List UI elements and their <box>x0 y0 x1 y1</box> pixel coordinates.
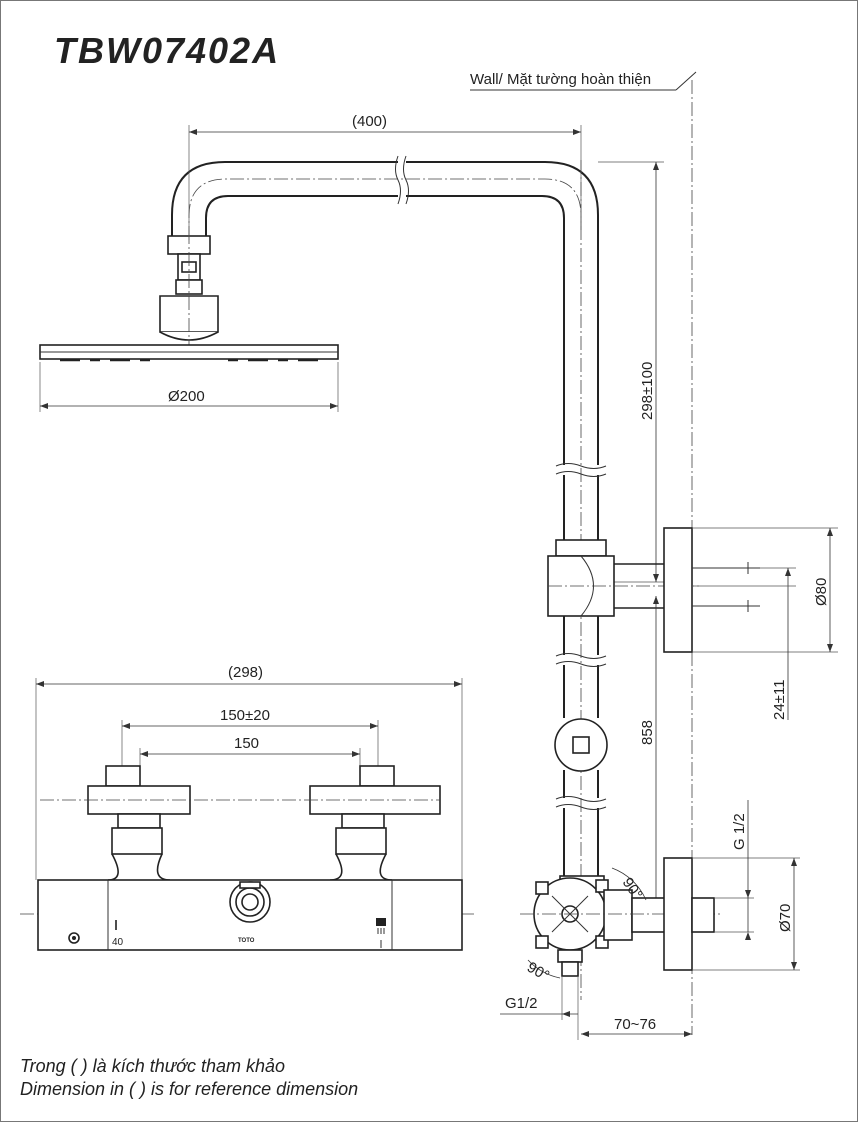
note-vietnamese: Trong ( ) là kích thước tham khảo <box>20 1056 286 1076</box>
angle-lower-label: 90° <box>524 959 552 985</box>
dim-arm-length: (400) <box>188 113 582 240</box>
inlet-thread-top-label: G 1/2 <box>731 813 748 850</box>
valve-front-view: (298) 150±20 150 <box>20 664 476 951</box>
dim-inlet-spacing-adj-label: 150±20 <box>220 707 270 724</box>
dim-riser-length-label: 858 <box>639 720 656 745</box>
dim-bracket-diameter-label: Ø80 <box>813 578 830 606</box>
wall-label: Wall/ Mặt tường hoàn thiện <box>470 71 651 88</box>
wall-bracket: Ø80 24±11 <box>547 527 838 721</box>
model-title: TBW07402A <box>54 30 281 71</box>
note-english: Dimension in ( ) is for reference dimens… <box>20 1079 359 1099</box>
dim-head-height-label: 298±100 <box>639 362 656 420</box>
overhead-arm <box>171 155 599 240</box>
reference-note: Trong ( ) là kích thước tham khảo Dimens… <box>20 1055 358 1101</box>
dim-bottom: G1/2 70~76 <box>500 976 692 1040</box>
dim-wall-offset-label: 70~76 <box>614 1016 656 1033</box>
brand-label: TOTO <box>238 938 255 944</box>
dim-head-height: 298±100 <box>598 161 664 583</box>
temp-40-label: 40 <box>112 937 124 948</box>
dim-riser-length: 858 <box>639 596 659 915</box>
dim-arm-length-label: (400) <box>352 113 387 130</box>
dim-flange-diameter-label: Ø70 <box>777 904 794 932</box>
wall-flange: Ø70 G 1/2 <box>663 800 800 971</box>
inlet-thread-bottom-label: G1/2 <box>505 995 538 1012</box>
dim-valve-width-label: (298) <box>228 664 263 681</box>
dim-bracket-offset-label: 24±11 <box>771 680 788 721</box>
dim-head-diameter: Ø200 <box>39 362 339 412</box>
shower-head <box>39 230 339 362</box>
riser-pipe <box>555 160 607 1000</box>
dim-head-diameter-label: Ø200 <box>168 388 205 405</box>
dim-inlet-spacing-label: 150 <box>234 735 259 752</box>
hand-shower-holder <box>554 718 608 772</box>
